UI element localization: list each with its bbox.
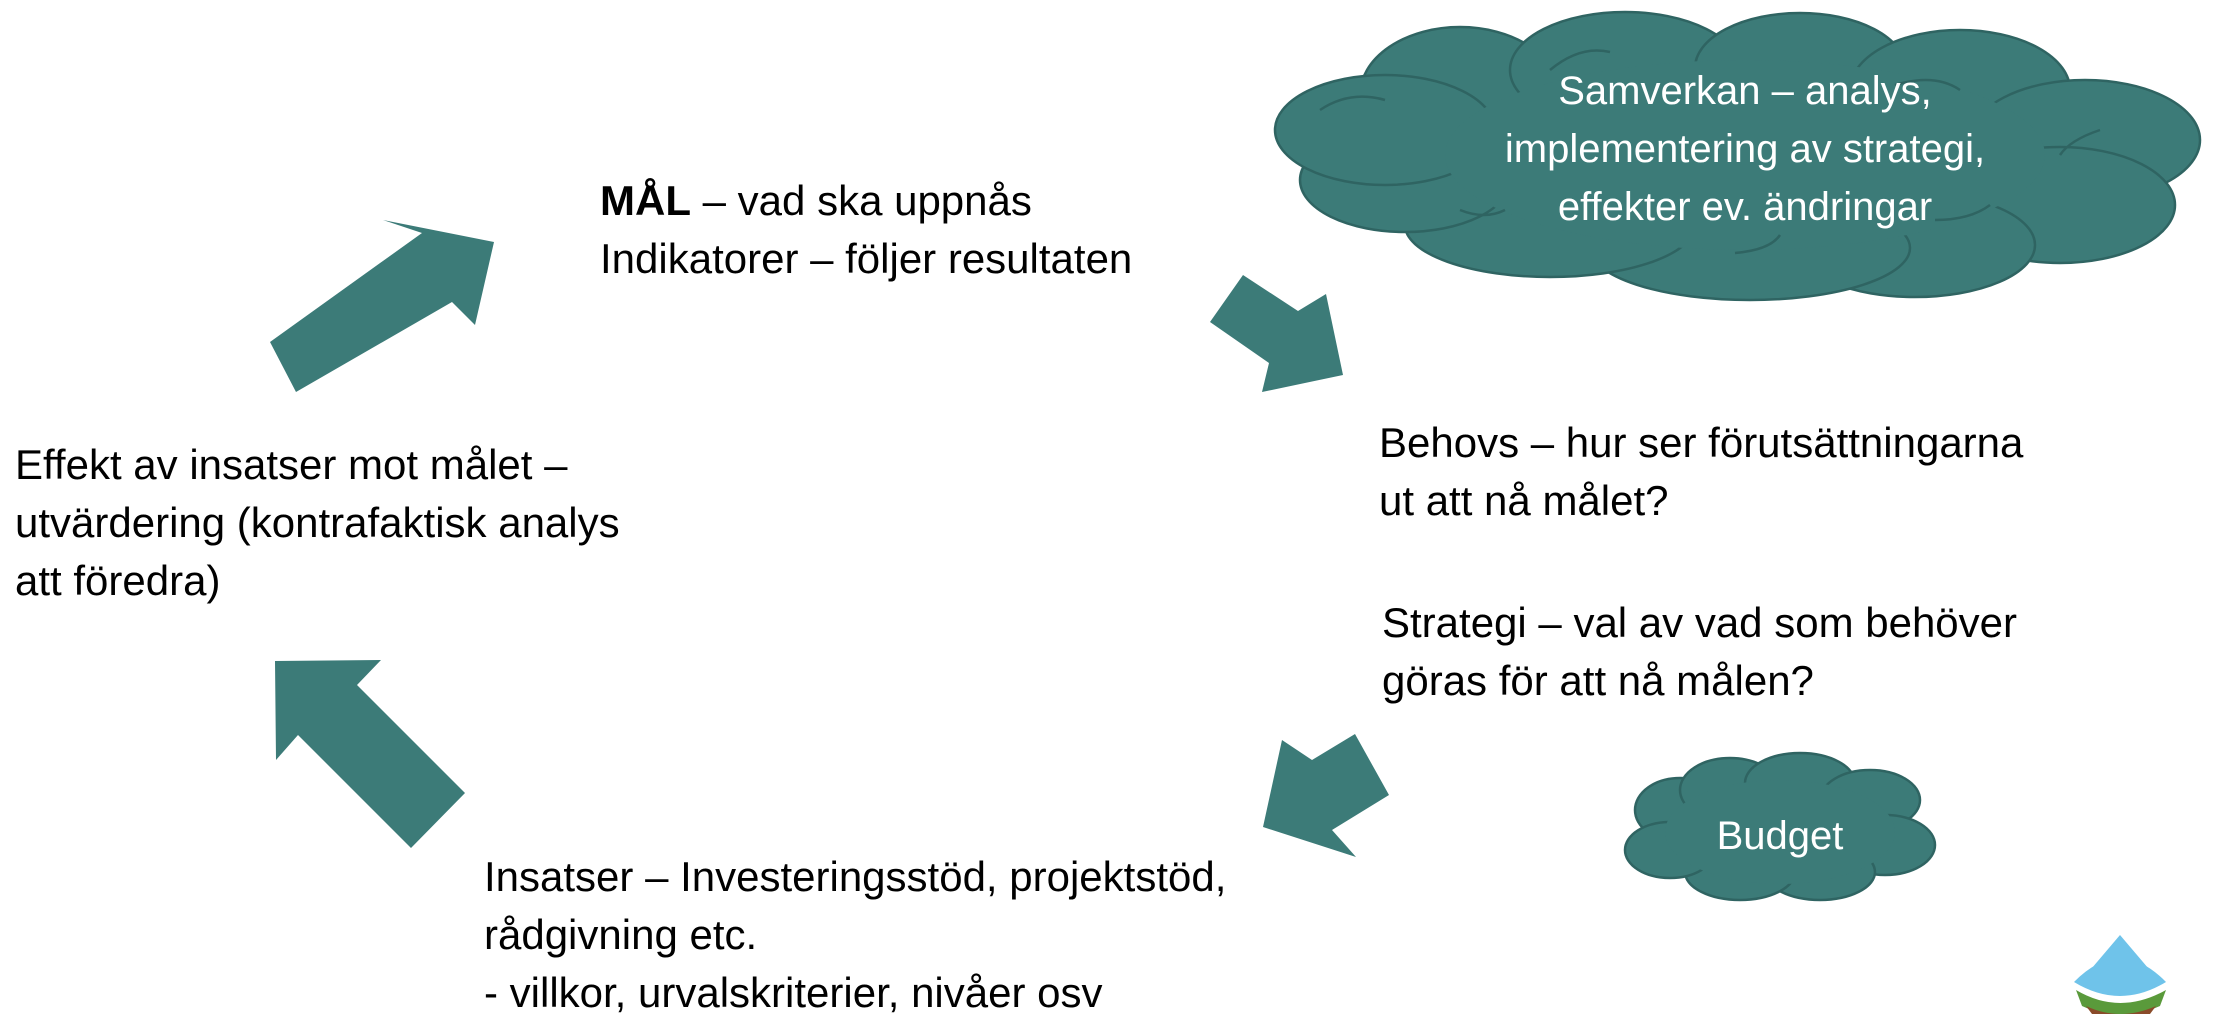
goal-text: MÅL – vad ska uppnås Indikatorer – följe…: [600, 172, 1132, 288]
arrow-up-left-icon: [275, 660, 465, 848]
arrow-down-right-icon: [1210, 275, 1343, 392]
budget-cloud-text: Budget: [1650, 807, 1910, 865]
goal-indicators-line: Indikatorer – följer resultaten: [600, 235, 1133, 282]
interventions-text: Insatser – Investeringsstöd, projektstöd…: [484, 848, 1226, 1022]
goal-title-line: MÅL – vad ska uppnås: [600, 172, 1132, 230]
budget-label: Budget: [1716, 814, 1844, 858]
interventions-line-2: rådgivning etc.: [484, 911, 758, 958]
effect-text: Effekt av insatser mot målet – utvärderi…: [15, 436, 620, 610]
interventions-line-3: - villkor, urvalskriterier, nivåer osv: [484, 969, 1103, 1016]
effect-line-1: Effekt av insatser mot målet –: [15, 441, 568, 488]
strategy-text: Strategi – val av vad som behöver göras …: [1382, 594, 2017, 710]
needs-text: Behovs – hur ser förutsättningarna ut at…: [1379, 414, 2023, 530]
cooperation-line-1: Samverkan – analys,: [1558, 69, 1932, 113]
cooperation-line-2: implementering av strategi,: [1504, 127, 1986, 171]
effect-line-2: utvärdering (kontrafaktisk analys: [15, 499, 620, 546]
strategy-line-1: Strategi – val av vad som behöver: [1382, 599, 2018, 646]
goal-title-bold: MÅL: [600, 177, 691, 224]
needs-line-2: ut att nå målet?: [1379, 477, 1669, 524]
cooperation-line-3: effekter ev. ändringar: [1557, 185, 1933, 229]
arrow-up-right-icon: [270, 220, 494, 392]
interventions-line-1: Insatser – Investeringsstöd, projektstöd…: [484, 853, 1227, 900]
cooperation-cloud: [1273, 10, 2202, 302]
strategy-line-2: göras för att nå målen?: [1382, 657, 1814, 704]
budget-cloud: [1623, 751, 1937, 902]
cooperation-cloud-text: Samverkan – analys, implementering av st…: [1420, 62, 2070, 236]
needs-line-1: Behovs – hur ser förutsättningarna: [1379, 419, 2024, 466]
landscape-logo-icon: [2074, 935, 2166, 1014]
arrow-down-left-icon: [1263, 734, 1389, 857]
goal-title-rest: – vad ska uppnås: [690, 177, 1032, 224]
effect-line-3: att föredra): [15, 557, 221, 604]
